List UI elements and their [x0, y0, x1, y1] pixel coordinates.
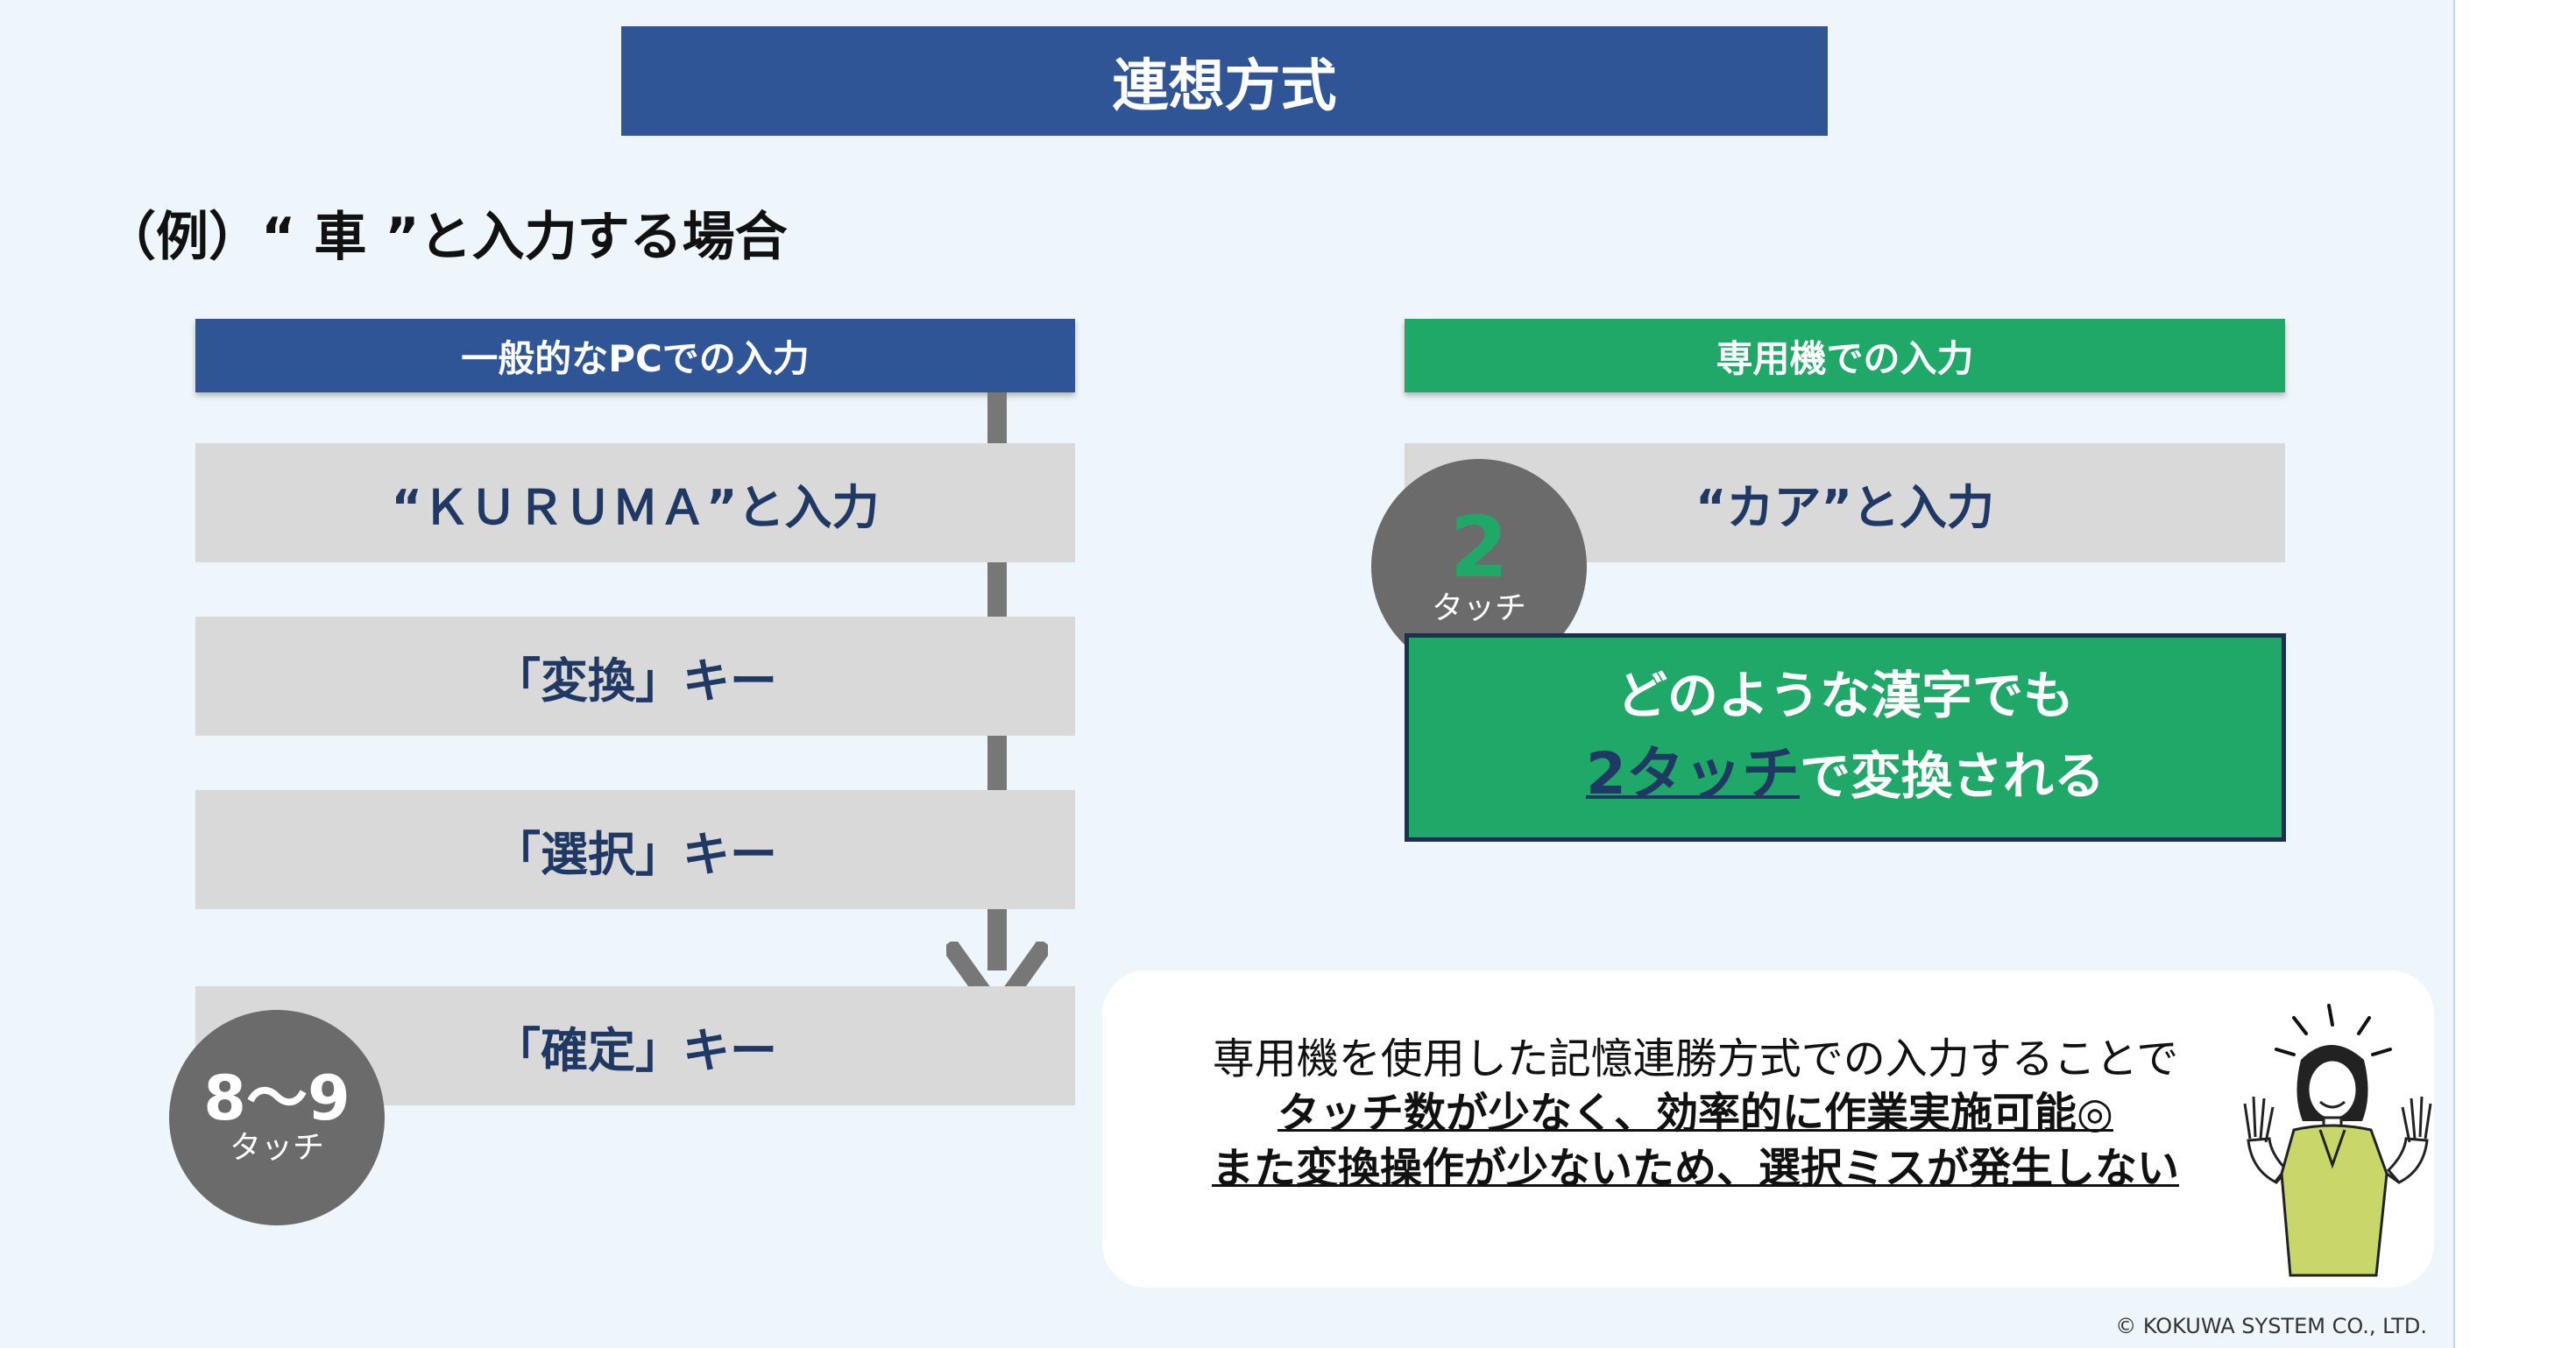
summary-text: 専用機を使用した記憶連勝方式での入力することで タッチ数が少なく、効率的に作業実… [1148, 1032, 2243, 1196]
touch-count-number: 8～9 [203, 1062, 350, 1135]
result-line-1: どのような漢字でも [1616, 666, 2074, 726]
touch-count-number: 2 [1449, 498, 1509, 597]
page-title: 連想方式 [621, 26, 1828, 136]
result-line-2-rest: で変換される [1799, 746, 2105, 807]
step-input-kuruma: “ＫＵＲＵＭＡ”と入力 [195, 443, 1075, 562]
step-convert-key: 「変換」キー [195, 617, 1075, 736]
highlight-two-touches: 2タッチ [1586, 740, 1800, 808]
step-select-key: 「選択」キー [195, 790, 1075, 909]
general-pc-header: 一般的なPCでの入力 [195, 319, 1075, 392]
summary-line-3: また変換操作が少ないため、選択ミスが発生しない [1211, 1143, 2179, 1193]
touch-count-unit: タッチ [229, 1130, 324, 1167]
dedicated-device-header: 専用機での入力 [1405, 319, 2285, 392]
happy-person-illustration [2243, 1004, 2432, 1277]
touch-count-unit: タッチ [1431, 590, 1526, 627]
result-line-2: 2タッチで変換される [1586, 732, 2105, 816]
copyright: © KOKUWA SYSTEM CO., LTD. [2115, 1314, 2427, 1338]
example-heading: （例）“ 車 ”と入力する場合 [103, 207, 788, 268]
summary-line-2: タッチ数が少なく、効率的に作業実施可能◎ [1277, 1089, 2113, 1139]
result-box: どのような漢字でも 2タッチで変換される [1405, 633, 2286, 842]
touch-count-badge-left: 8～9 タッチ [169, 1010, 385, 1225]
summary-callout [1102, 970, 2434, 1288]
summary-line-1: 専用機を使用した記憶連勝方式での入力することで [1212, 1034, 2179, 1083]
